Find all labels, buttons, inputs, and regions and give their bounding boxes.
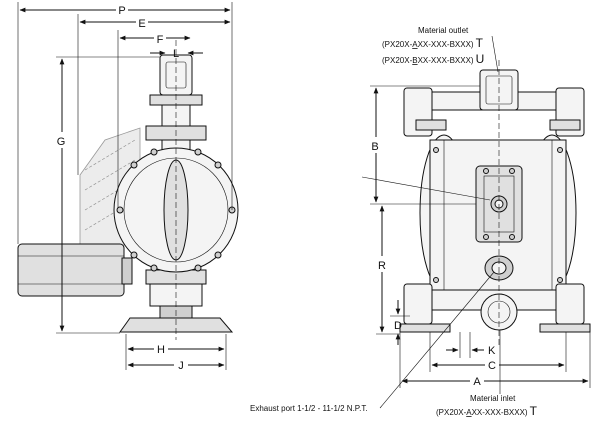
dim-label-a: A bbox=[473, 376, 481, 388]
material-inlet-title: Material inlet bbox=[470, 394, 516, 403]
material-inlet-line: (PX20X-AXX-XXX-BXXX)T bbox=[436, 404, 538, 418]
dim-label-f: F bbox=[157, 34, 164, 46]
dim-label-h: H bbox=[157, 344, 165, 356]
side-view-dimensions: P E F L G H J bbox=[17, 2, 233, 372]
foot-right bbox=[539, 323, 591, 333]
dim-label-e: E bbox=[138, 18, 145, 30]
dim-label-g: G bbox=[57, 136, 66, 148]
material-outlet-title: Material outlet bbox=[418, 26, 469, 35]
material-outlet-line2: (PX20X-BXX-XXX-BXXX)U bbox=[382, 52, 484, 66]
dim-label-c: C bbox=[488, 360, 496, 372]
dim-label-b: B bbox=[371, 141, 378, 153]
material-outlet-line1: (PX20X-AXX-XXX-BXXX)T bbox=[382, 36, 484, 50]
foot-left bbox=[399, 323, 451, 333]
dim-label-r: R bbox=[378, 260, 386, 272]
muffler bbox=[17, 243, 125, 297]
dim-label-k: K bbox=[488, 345, 496, 357]
callout-exhaust-port: Exhaust port 1-1/2 - 11-1/2 N.P.T. bbox=[250, 271, 495, 413]
dim-label-j: J bbox=[178, 360, 184, 372]
front-view-dimensions: B R D K C A bbox=[361, 85, 591, 388]
exhaust-port-label: Exhaust port 1-1/2 - 11-1/2 N.P.T. bbox=[250, 404, 368, 413]
callout-material-outlet: Material outlet (PX20X-AXX-XXX-BXXX)T (P… bbox=[382, 26, 499, 73]
dim-label-l: L bbox=[173, 48, 179, 60]
muffler-fitting bbox=[121, 257, 133, 285]
dim-label-d: D bbox=[394, 320, 402, 332]
front-view bbox=[399, 60, 591, 345]
dim-label-p: P bbox=[118, 5, 125, 17]
callout-material-inlet: Material inlet (PX20X-AXX-XXX-BXXX)T bbox=[436, 330, 538, 418]
side-view bbox=[17, 40, 239, 340]
